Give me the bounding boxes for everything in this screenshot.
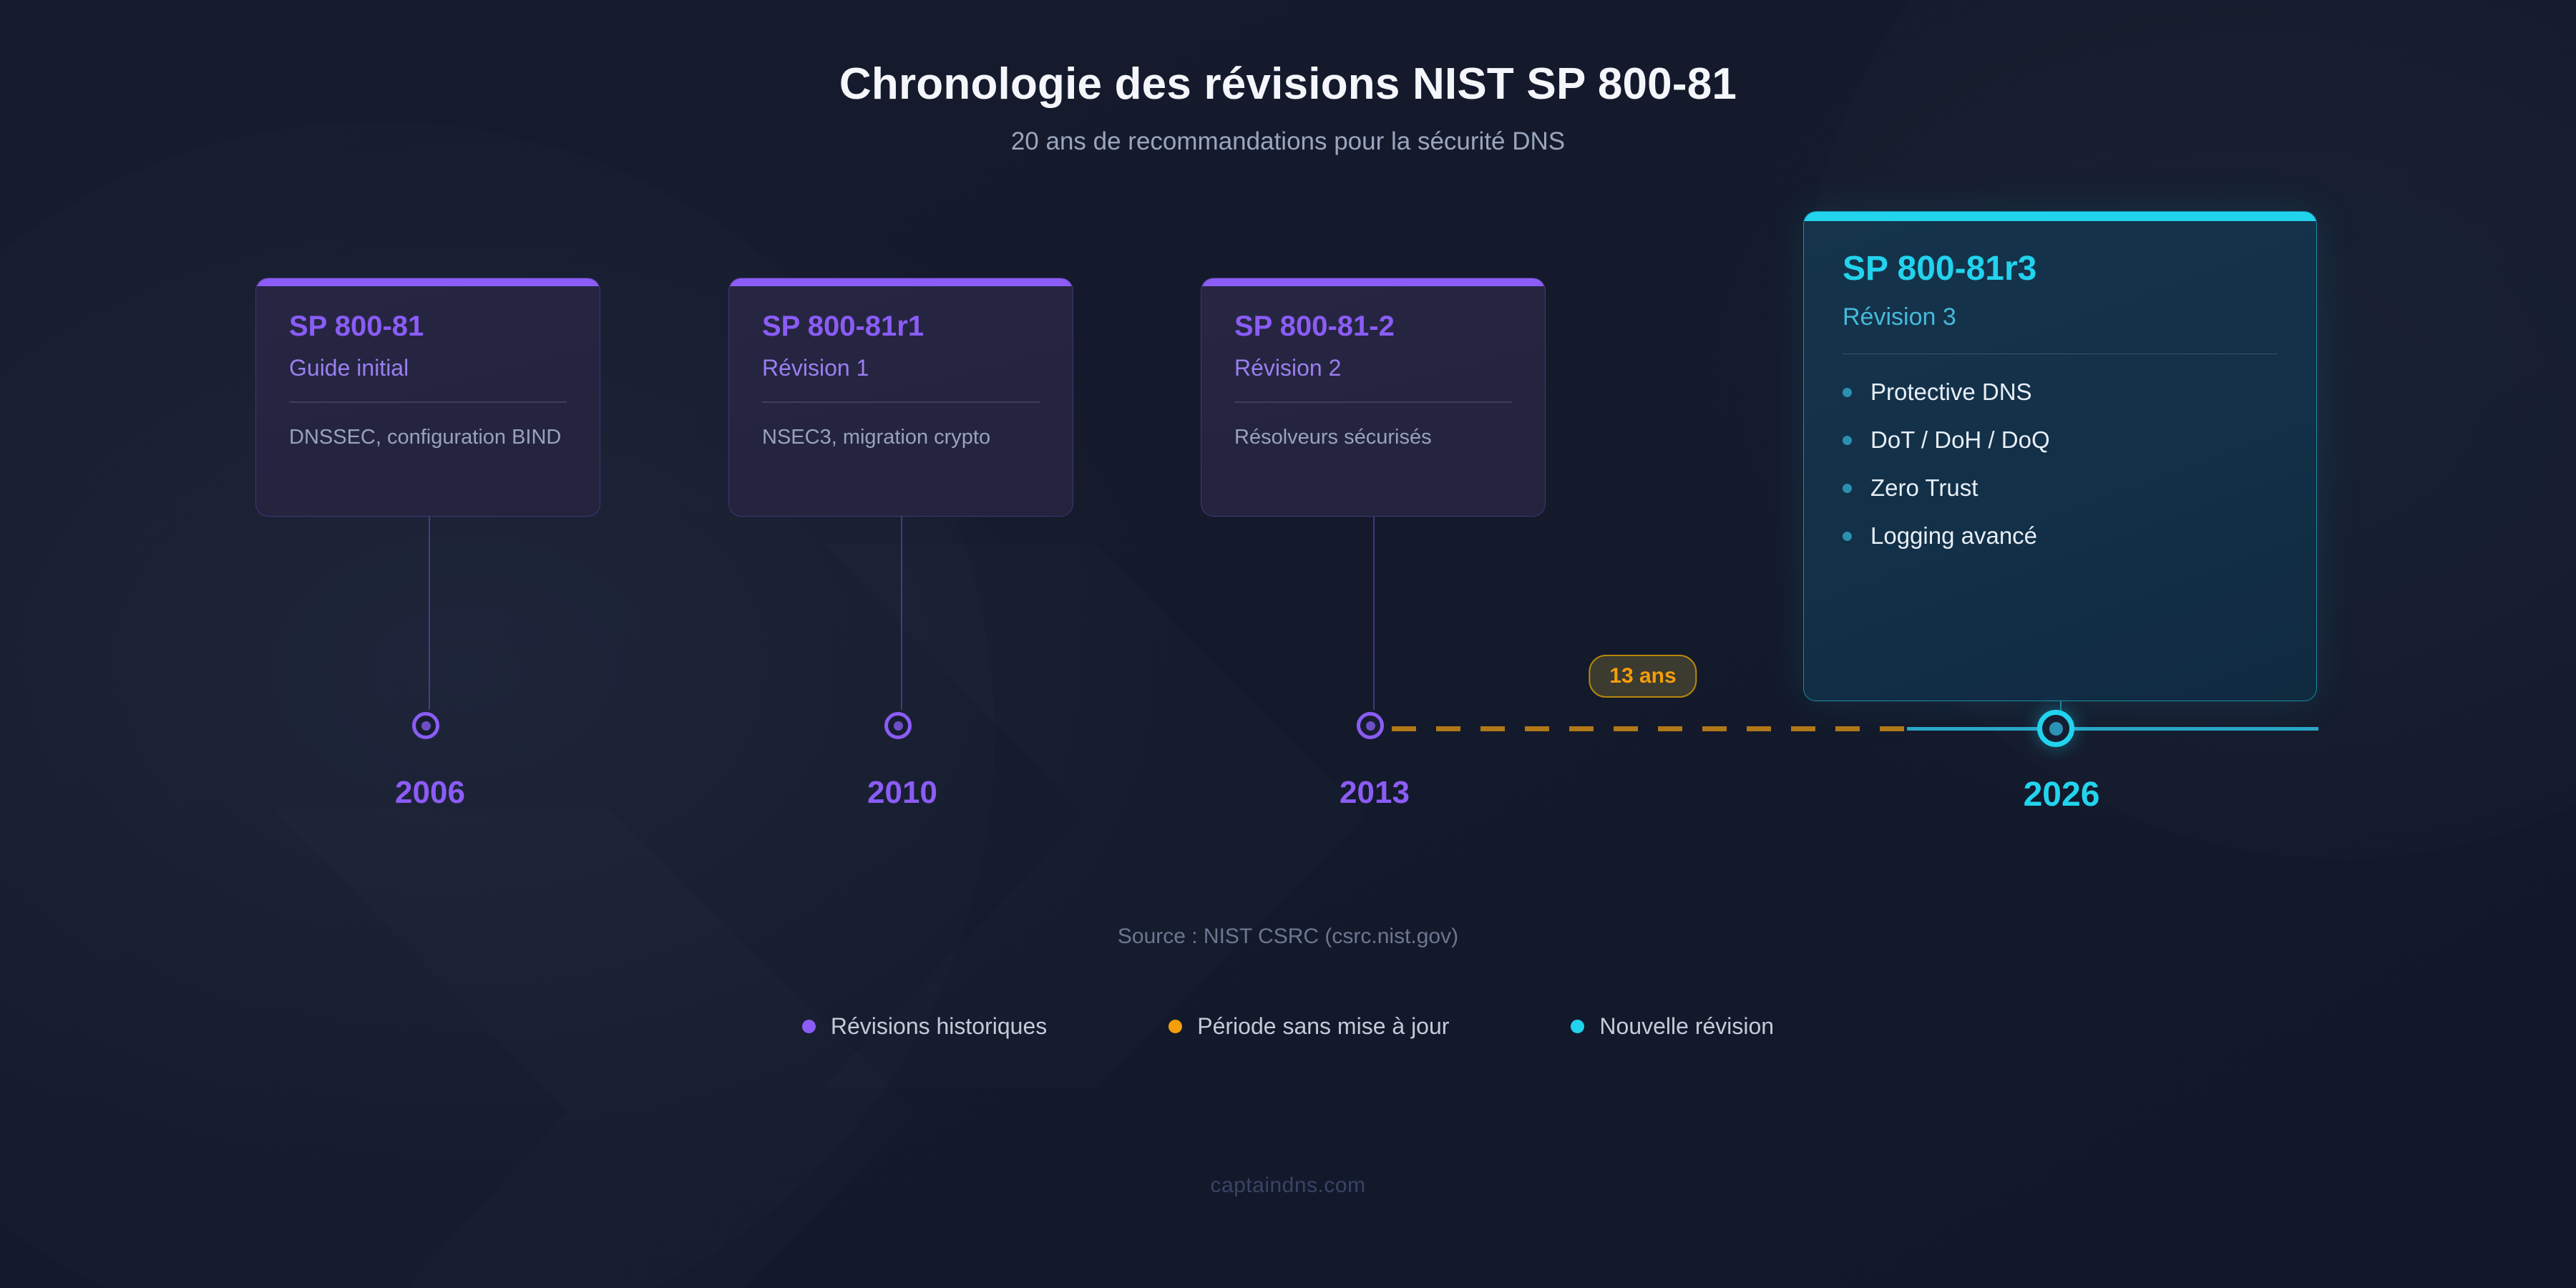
card-subtitle: Révision 2 bbox=[1234, 355, 1342, 381]
marker-inner-dot-icon bbox=[2049, 721, 2063, 736]
card-code: SP 800-81r1 bbox=[762, 311, 924, 342]
card-accent-bar bbox=[1201, 278, 1545, 286]
marker-inner-dot-icon bbox=[893, 721, 903, 731]
card-subtitle: Guide initial bbox=[289, 355, 409, 381]
timeline-marker-2010[interactable] bbox=[884, 712, 912, 739]
milestone-card-2013[interactable]: SP 800-81-2 Révision 2 Résolveurs sécuri… bbox=[1201, 278, 1546, 517]
card-subtitle: Révision 3 bbox=[1843, 303, 1956, 331]
list-item: Logging avancé bbox=[1843, 522, 2278, 550]
list-item: Protective DNS bbox=[1843, 379, 2278, 406]
list-item: Zero Trust bbox=[1843, 474, 2278, 502]
card-divider bbox=[762, 401, 1040, 403]
card-accent-bar bbox=[1804, 212, 2316, 221]
timeline-marker-2013[interactable] bbox=[1357, 712, 1384, 739]
legend-dot-icon-new bbox=[1571, 1020, 1585, 1033]
card-description: Résolveurs sécurisés bbox=[1234, 425, 1432, 449]
card-code: SP 800-81-2 bbox=[1234, 311, 1395, 342]
milestone-card-2010[interactable]: SP 800-81r1 Révision 1 NSEC3, migration … bbox=[728, 278, 1073, 517]
year-label-2013: 2013 bbox=[1340, 775, 1410, 810]
year-label-2006: 2006 bbox=[395, 775, 465, 810]
axis-solid-new-segment bbox=[1907, 727, 2318, 731]
card-divider bbox=[289, 401, 567, 403]
connector-line-2006 bbox=[429, 517, 430, 710]
timeline-marker-2006[interactable] bbox=[412, 712, 439, 739]
bullet-dot-icon bbox=[1843, 483, 1852, 493]
legend-dot-icon-gap bbox=[1169, 1020, 1183, 1033]
milestone-card-2006[interactable]: SP 800-81 Guide initial DNSSEC, configur… bbox=[255, 278, 600, 517]
bullet-dot-icon bbox=[1843, 531, 1852, 541]
connector-line-2013 bbox=[1373, 517, 1375, 710]
year-label-2010: 2010 bbox=[867, 775, 937, 810]
list-item-label: Protective DNS bbox=[1870, 379, 2032, 406]
feature-list: Protective DNS DoT / DoH / DoQ Zero Trus… bbox=[1843, 379, 2278, 550]
header: Chronologie des révisions NIST SP 800-81… bbox=[0, 0, 2576, 156]
list-item-label: DoT / DoH / DoQ bbox=[1870, 426, 2050, 454]
milestone-card-2026[interactable]: SP 800-81r3 Révision 3 Protective DNS Do… bbox=[1803, 211, 2317, 701]
timeline-marker-2026[interactable] bbox=[2037, 710, 2074, 747]
card-subtitle: Révision 1 bbox=[762, 355, 869, 381]
page-title: Chronologie des révisions NIST SP 800-81 bbox=[839, 59, 1737, 109]
card-accent-bar bbox=[256, 278, 600, 286]
legend-label: Révisions historiques bbox=[830, 1013, 1048, 1039]
card-divider bbox=[1843, 353, 2278, 355]
source-note: Source : NIST CSRC (csrc.nist.gov) bbox=[1117, 924, 1459, 948]
marker-inner-dot-icon bbox=[1365, 721, 1375, 731]
legend-label: Nouvelle révision bbox=[1599, 1013, 1775, 1039]
legend-dot-icon-historic bbox=[801, 1020, 816, 1033]
legend-item-new: Nouvelle révision bbox=[1571, 1013, 1774, 1040]
card-code: SP 800-81r3 bbox=[1843, 250, 2037, 288]
page-subtitle: 20 ans de recommandations pour la sécuri… bbox=[1010, 127, 1566, 155]
watermark: captaindns.com bbox=[1210, 1174, 1366, 1197]
connector-line-2010 bbox=[901, 517, 902, 710]
year-label-2026: 2026 bbox=[2023, 776, 2100, 814]
marker-inner-dot-icon bbox=[421, 721, 431, 731]
axis-dashed-gap-segment bbox=[1392, 726, 1907, 731]
gap-duration-badge: 13 ans bbox=[1589, 655, 1697, 698]
list-item: DoT / DoH / DoQ bbox=[1843, 426, 2278, 454]
legend: Révisions historiques Période sans mise … bbox=[0, 1013, 2576, 1040]
legend-item-historic: Révisions historiques bbox=[801, 1013, 1048, 1040]
card-code: SP 800-81 bbox=[289, 311, 424, 342]
card-accent-bar bbox=[729, 278, 1073, 286]
card-description: DNSSEC, configuration BIND bbox=[289, 425, 562, 449]
card-description: NSEC3, migration crypto bbox=[762, 425, 991, 449]
card-divider bbox=[1234, 401, 1512, 403]
legend-item-gap: Période sans mise à jour bbox=[1169, 1013, 1449, 1040]
list-item-label: Logging avancé bbox=[1870, 522, 2038, 550]
bullet-dot-icon bbox=[1843, 435, 1852, 445]
bullet-dot-icon bbox=[1843, 387, 1852, 397]
legend-label: Période sans mise à jour bbox=[1197, 1013, 1450, 1039]
list-item-label: Zero Trust bbox=[1870, 474, 1979, 502]
